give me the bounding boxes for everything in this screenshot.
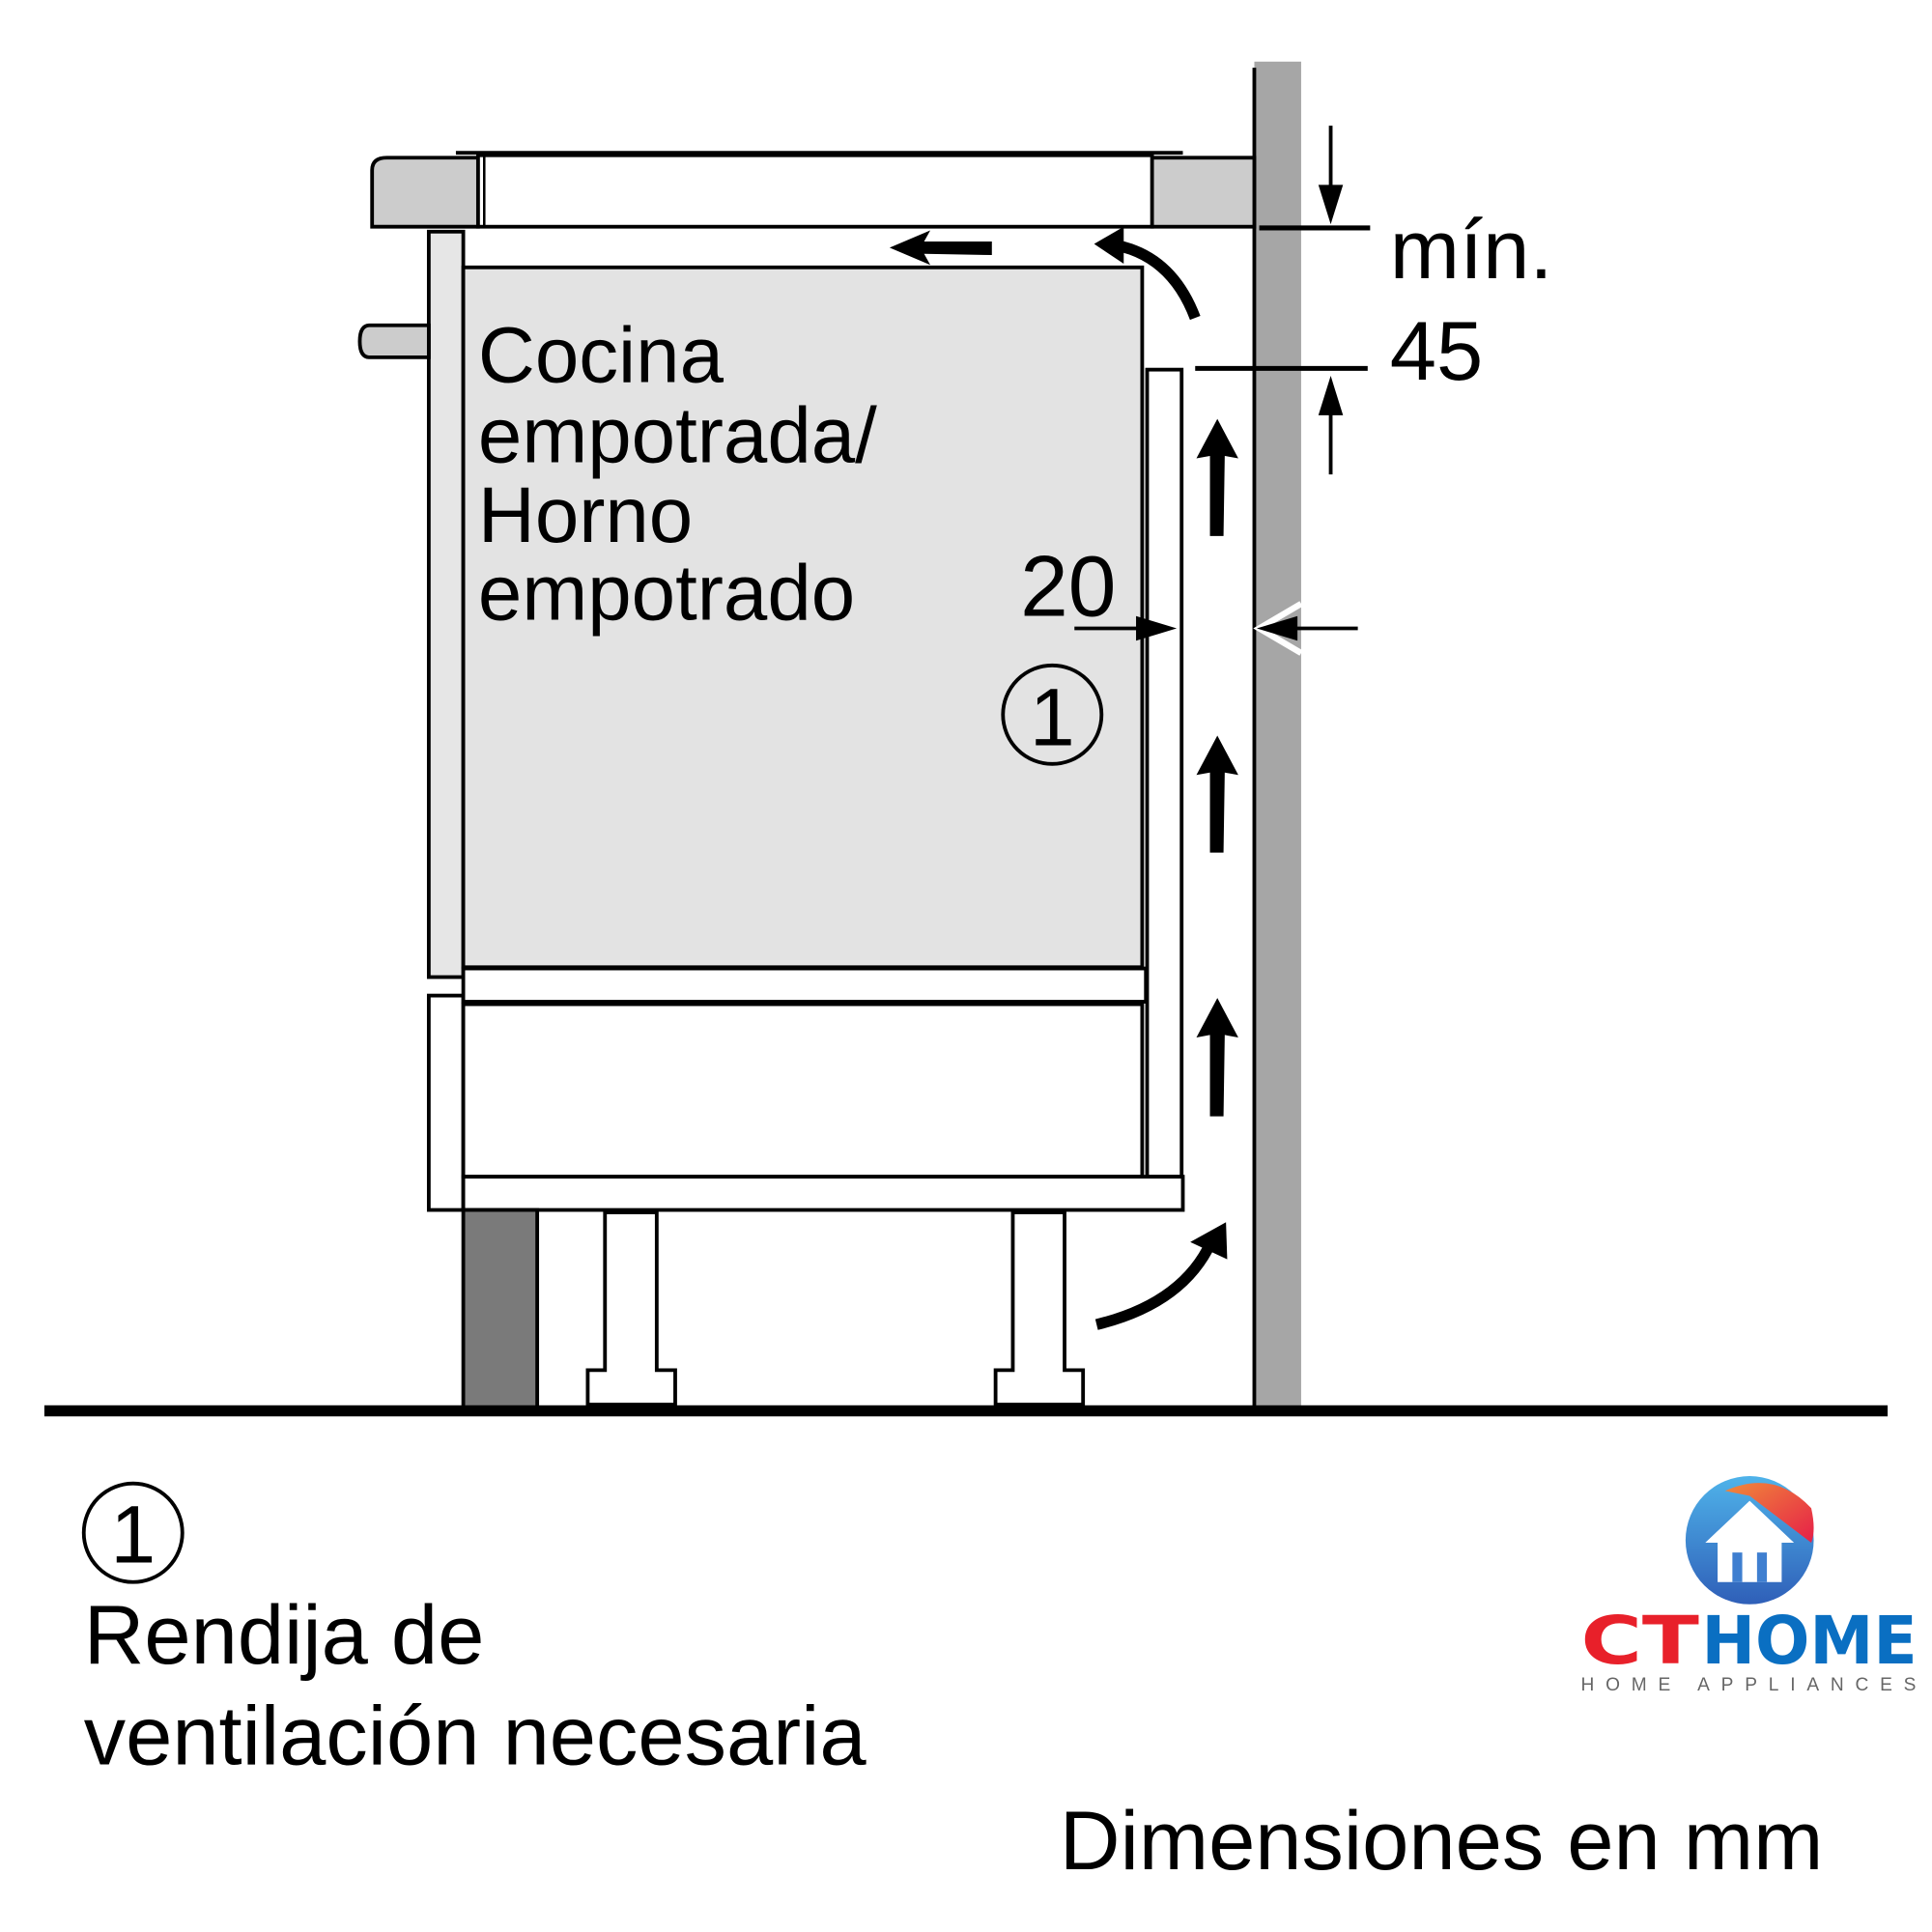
dimension-arrow-up [1318, 376, 1344, 475]
gap-arrow-left [1257, 615, 1358, 641]
appliance-label-line: empotrada/ [478, 391, 877, 479]
legend-text-line: Rendija de [84, 1588, 485, 1682]
appliance-label-line: empotrado [478, 550, 855, 638]
appliance-label-line: Cocina [478, 311, 724, 399]
callout-number: 1 [1030, 672, 1075, 763]
hob [475, 153, 1154, 229]
front-panel-upper [426, 229, 466, 980]
countertop-right [1150, 156, 1257, 229]
countertop-left [370, 156, 480, 229]
legend-circle [81, 1481, 185, 1584]
airflow-arrow-up [1196, 735, 1238, 853]
dimension-arrow-down [1318, 126, 1344, 225]
airflow-arrow-left [889, 230, 992, 266]
legend-number: 1 [110, 1489, 156, 1579]
back-panel [1145, 367, 1184, 1179]
appliance-label-line: Horno [478, 471, 693, 559]
units-note: Dimensiones en mm [1060, 1794, 1823, 1888]
cabinet-leg [993, 1210, 1086, 1406]
callout-circle [1001, 663, 1104, 766]
cthome-logo: CT HOME HOME APPLIANCES [1580, 1476, 1918, 1695]
legend-text-line: ventilación necesaria [84, 1690, 867, 1783]
shelf [461, 966, 1149, 1004]
house-icon [1705, 1500, 1795, 1582]
airflow-arrow-up [1196, 418, 1238, 536]
front-panel-lower [426, 993, 466, 1212]
airflow-arrow-curved-top [1094, 226, 1201, 321]
cabinet-leg [585, 1210, 677, 1406]
oven-body [461, 265, 1145, 970]
airflow-arrow-curved-bottom [1094, 1222, 1228, 1330]
drawer [461, 1002, 1145, 1179]
gap-arrow-right [1074, 615, 1178, 641]
knob [357, 323, 431, 359]
logo-brand-home: HOME [1701, 1603, 1917, 1680]
min-label: mín. [1390, 203, 1553, 297]
cabinet-base [461, 1175, 1185, 1212]
logo-tagline: HOME APPLIANCES [1580, 1675, 1916, 1695]
wall [1254, 61, 1301, 1407]
min-value: 45 [1390, 304, 1483, 398]
plinth [461, 1208, 540, 1409]
airflow-arrow-up [1196, 998, 1238, 1117]
gap-dimension: 20 [1020, 538, 1116, 635]
logo-brand-ct: CT [1580, 1603, 1698, 1680]
